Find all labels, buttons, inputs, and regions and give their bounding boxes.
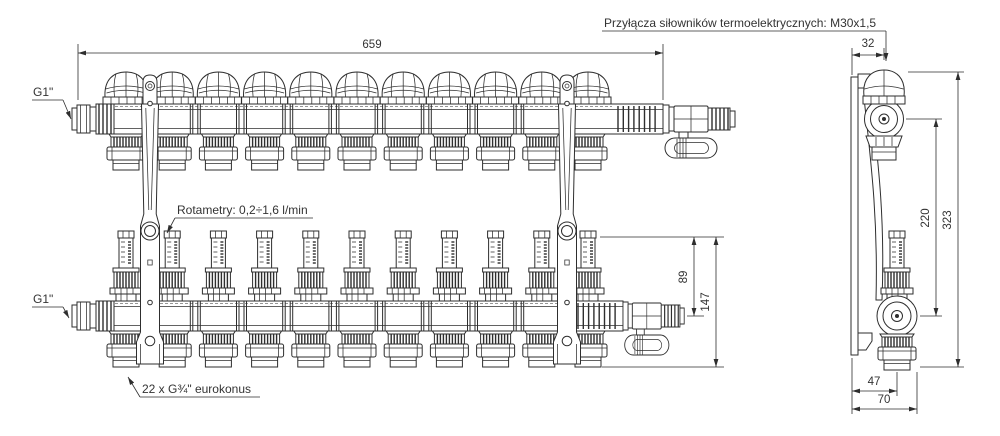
label-eurokonus: 22 x G¾" eurokonus <box>127 376 260 398</box>
dim-overall-height: 323 <box>908 71 964 368</box>
valve-caps <box>102 71 612 105</box>
rotameter <box>525 230 559 302</box>
dim-axis-spacing: 220 <box>906 118 942 317</box>
eurokonus-outlet <box>383 330 423 368</box>
label-supply-inlet: G1" <box>32 85 72 120</box>
eurokonus-outlet <box>244 330 285 368</box>
eurokonus-outlet <box>522 133 562 171</box>
dim-47-value: 47 <box>868 376 881 388</box>
rotameter <box>432 230 467 302</box>
end-valves <box>622 104 736 356</box>
mounting-plate-foot <box>857 332 873 351</box>
rotameter <box>109 230 143 302</box>
eurokonus-outlet <box>198 133 239 171</box>
return-bar-end-ribs <box>577 303 616 329</box>
mounting-plate <box>850 76 859 356</box>
eurokonus-outlet <box>337 330 377 368</box>
rotameter <box>201 230 236 302</box>
supply-bar-section <box>862 69 906 161</box>
valve-cap <box>472 71 520 105</box>
supply-end-valve <box>662 104 736 159</box>
dim-actuator-offset: 32 <box>851 38 885 75</box>
dim-return-axis-depth: 47 <box>851 358 898 414</box>
eurokonus-outlet <box>291 133 331 171</box>
eurokonus-outlet <box>244 133 285 171</box>
eurokonus-outlet <box>106 133 146 171</box>
eurokonus-outlet <box>198 330 239 368</box>
valve-cap <box>379 71 427 105</box>
eurokonus-outlet <box>475 330 516 368</box>
supply-inlet-text: G1" <box>33 85 53 99</box>
front-view <box>71 71 736 368</box>
eurokonus-note-text: 22 x G¾" eurokonus <box>142 382 251 396</box>
dim-147-value: 147 <box>700 292 712 311</box>
valve-cap <box>102 71 150 105</box>
side-view <box>850 69 918 371</box>
rotameter <box>155 230 189 302</box>
dim-70-value: 70 <box>878 394 891 406</box>
rotameter <box>340 230 374 302</box>
return-inlet-text: G1" <box>33 292 53 306</box>
return-outlets <box>106 330 608 368</box>
rotameters <box>109 230 605 302</box>
rotameter <box>478 230 513 302</box>
actuator-note-text: Przyłącza siłowników termoelektrycznych:… <box>604 16 876 30</box>
dim-length-value: 659 <box>362 39 381 51</box>
eurokonus-outlet <box>152 133 192 171</box>
return-bar-section <box>876 230 918 371</box>
valve-cap <box>241 71 289 105</box>
inlet-connections <box>71 103 115 332</box>
actuator-note: Przyłącza siłowników termoelektrycznych:… <box>602 16 889 61</box>
return-bar <box>95 300 624 332</box>
eurokonus-outlet-side <box>877 333 917 371</box>
dim-overall-depth: 70 <box>852 372 918 414</box>
valve-cap <box>287 71 335 105</box>
dim-32-value: 32 <box>862 38 875 50</box>
dim-length: 659 <box>77 39 664 100</box>
rotameter <box>386 230 420 302</box>
valve-cap <box>425 71 473 105</box>
supply-outlets <box>106 133 608 171</box>
return-inlet-connection <box>71 300 115 332</box>
side-outlet-slot <box>877 333 917 371</box>
valve-cap <box>194 71 242 105</box>
supply-inlet-connection <box>71 103 115 135</box>
dim-return-height: 147 <box>602 237 724 368</box>
rotameter <box>247 230 282 302</box>
valve-cap <box>333 71 381 105</box>
eurokonus-outlet <box>429 330 470 368</box>
valve-cap <box>518 71 566 105</box>
label-return-inlet: G1" <box>32 292 70 319</box>
supply-bar-end-ribs <box>617 106 656 132</box>
rotameter-side <box>880 230 914 302</box>
return-end-valve <box>622 301 685 356</box>
annotations: 659 Przyłącza siłowników termoelektryczn… <box>32 16 964 414</box>
eurokonus-outlet <box>429 133 470 171</box>
eurokonus-outlet <box>337 133 377 171</box>
supply-bar <box>95 103 664 135</box>
dim-flowmeter-height: 89 <box>600 236 724 317</box>
dim-89-value: 89 <box>678 271 690 284</box>
dim-220-value: 220 <box>920 208 932 227</box>
rotameter <box>294 230 328 302</box>
eurokonus-outlet <box>291 330 331 368</box>
label-rotameters: Rotametry: 0,2÷1,6 l/min <box>166 203 313 234</box>
eurokonus-outlet <box>383 133 423 171</box>
dim-323-value: 323 <box>942 210 954 229</box>
side-flowmeter-slot <box>880 230 914 302</box>
eurokonus-outlet <box>475 133 516 171</box>
rotameter-note-text: Rotametry: 0,2÷1,6 l/min <box>177 203 308 217</box>
